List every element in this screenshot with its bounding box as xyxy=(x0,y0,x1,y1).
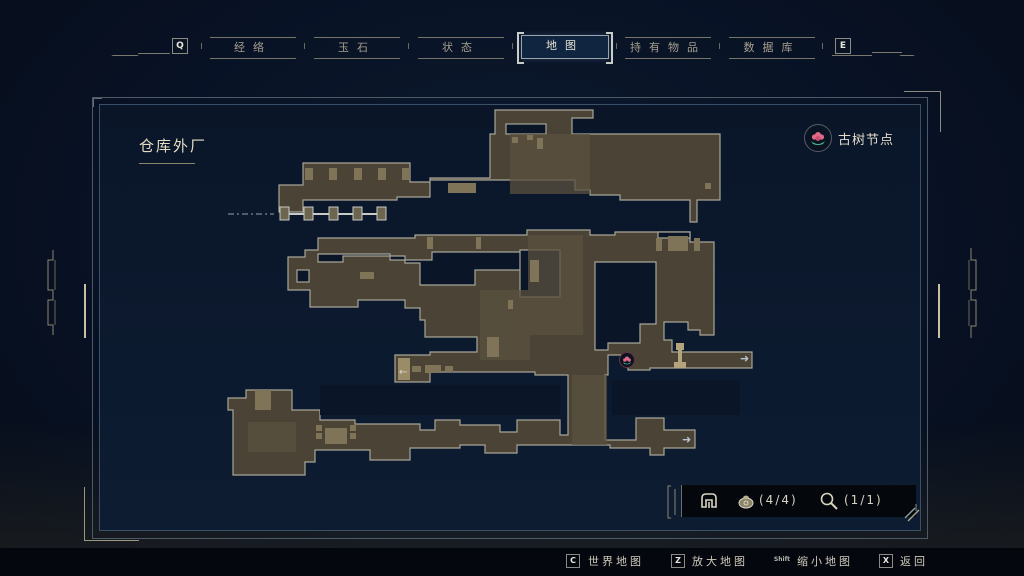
stats-corner-ornament xyxy=(904,504,920,522)
exit-arrow-left-icon[interactable]: ← xyxy=(399,367,408,378)
money-bag-icon xyxy=(738,495,754,509)
magnifier-icon xyxy=(820,492,838,510)
tab-separator xyxy=(719,43,720,49)
right-ornament xyxy=(832,55,872,56)
tab-inventory[interactable]: 持有物品 xyxy=(625,37,711,59)
tab-database[interactable]: 数据库 xyxy=(729,37,815,59)
left-ornament xyxy=(138,53,170,54)
stats-bracket-ornament xyxy=(667,485,676,519)
hint-key-shift[interactable]: Shift xyxy=(773,556,791,563)
hint-world-map[interactable]: 世界地图 xyxy=(588,555,644,568)
area-name: 仓库外厂 xyxy=(139,137,208,155)
exit-arrow-right-icon[interactable]: ➜ xyxy=(682,433,692,446)
tab-separator xyxy=(201,43,202,49)
area-name-underline xyxy=(139,163,195,164)
frame-corner-tr xyxy=(904,91,941,132)
tab-map[interactable]: 地图 xyxy=(517,32,613,64)
right-side-ornament xyxy=(968,248,977,338)
right-ornament xyxy=(872,52,902,53)
hint-zoom-out[interactable]: 缩小地图 xyxy=(797,555,853,568)
tab-separator xyxy=(616,43,617,49)
hint-back[interactable]: 返回 xyxy=(900,555,928,568)
control-hints-bar: C 世界地图 Z 放大地图 Shift 缩小地图 X 返回 xyxy=(0,548,1024,576)
tab-separator xyxy=(512,43,513,49)
legend-label: 古树节点 xyxy=(838,133,895,148)
left-side-ornament xyxy=(47,250,56,335)
tab-separator xyxy=(408,43,409,49)
frame-corner-tl xyxy=(93,98,102,107)
bags-count: (4/4) xyxy=(759,493,798,507)
top-tab-bar: Q 经络 玉石 状态 地图 持有物品 数据库 E xyxy=(0,32,1024,64)
frame-corner-bl xyxy=(84,487,139,541)
map-marker-icon xyxy=(701,493,717,508)
tab-separator xyxy=(304,43,305,49)
ancient-tree-node-icon xyxy=(804,124,832,152)
hint-key-z[interactable]: Z xyxy=(671,554,685,568)
prev-tab-key-q[interactable]: Q xyxy=(172,38,188,54)
hint-key-x[interactable]: X xyxy=(879,554,893,568)
tab-status[interactable]: 状态 xyxy=(418,37,504,59)
search-count: (1/1) xyxy=(844,493,883,507)
hint-zoom-in[interactable]: 放大地图 xyxy=(692,555,748,568)
tab-separator xyxy=(822,43,823,49)
tab-jade[interactable]: 玉石 xyxy=(314,37,400,59)
next-tab-key-e[interactable]: E xyxy=(835,38,851,54)
tab-meridians[interactable]: 经络 xyxy=(210,37,296,59)
collection-stats-bar: (4/4) (1/1) xyxy=(681,485,916,517)
ancient-tree-node-marker[interactable] xyxy=(619,352,635,368)
hint-key-c[interactable]: C xyxy=(566,554,580,568)
right-side-bar xyxy=(938,284,940,338)
exit-arrow-right-icon[interactable]: ➜ xyxy=(740,352,750,365)
map-frame-outer xyxy=(92,97,928,539)
left-side-bar xyxy=(84,284,86,338)
